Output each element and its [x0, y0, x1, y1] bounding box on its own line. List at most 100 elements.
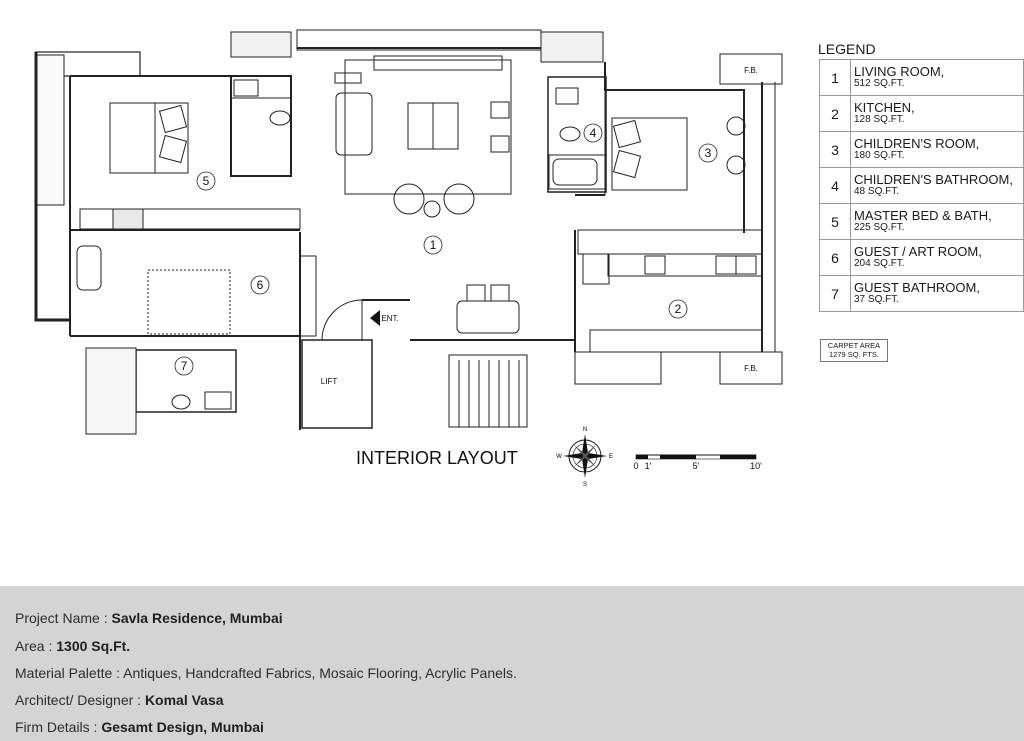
exterior-wall — [34, 52, 70, 322]
firm-label: Firm Details : — [15, 719, 102, 735]
legend-row: 5 MASTER BED & BATH,225 SQ.FT. — [819, 203, 1024, 240]
project-name-value: Savla Residence, Mumbai — [111, 610, 283, 626]
room-marker-circle — [583, 123, 603, 143]
chair — [466, 284, 486, 302]
stool — [726, 116, 746, 136]
master-bed — [109, 102, 189, 174]
legend-desc: CHILDREN'S ROOM,180 SQ.FT. — [850, 131, 1024, 168]
legend-heading: LEGEND — [818, 41, 876, 57]
ent-label: ENT. — [381, 314, 398, 323]
legend-room-name: MASTER BED & BATH, — [854, 208, 992, 224]
legend-number: 5 — [819, 203, 851, 240]
legend-room-name: KITCHEN, — [854, 100, 915, 116]
wc-guest — [171, 394, 191, 410]
pouf — [490, 101, 510, 119]
legend-row: 4 CHILDREN'S BATHROOM,48 SQ.FT. — [819, 167, 1024, 204]
legend-number: 1 — [819, 59, 851, 96]
room-number-3: 3 — [705, 146, 712, 160]
legend-desc: CHILDREN'S BATHROOM,48 SQ.FT. — [850, 167, 1024, 204]
kids-bed — [611, 117, 688, 191]
shelf — [299, 255, 317, 337]
tv-unit — [373, 55, 503, 71]
planter-top-left — [230, 31, 292, 58]
room-number-4: 4 — [590, 126, 597, 140]
pouf — [490, 135, 510, 153]
room-number-2: 2 — [675, 302, 682, 316]
firm-value: Gesamt Design, Mumbai — [101, 719, 264, 735]
area-row: Area : 1300 Sq.Ft. — [15, 638, 130, 654]
architect-value: Komal Vasa — [144, 692, 224, 708]
pillow — [158, 134, 188, 164]
firm-row: Firm Details : Gesamt Design, Mumbai — [15, 719, 264, 735]
area-label: Area : — [15, 638, 57, 654]
wc-master — [269, 110, 291, 126]
legend-room-name: GUEST BATHROOM, — [854, 280, 980, 296]
fb-label-top: F.B. — [744, 66, 758, 75]
legend-room-area: 512 SQ.FT. — [854, 78, 905, 90]
north-compass-icon: N S E W — [556, 427, 613, 488]
wc-kids — [559, 126, 581, 142]
rug-living — [344, 59, 512, 195]
legend-desc: MASTER BED & BATH,225 SQ.FT. — [850, 203, 1024, 240]
carpet-area-box: CARPET AREA 1279 SQ. FTS. — [820, 339, 888, 363]
basin-guest — [204, 391, 232, 410]
architect-label: Architect/ Designer : — [15, 692, 145, 708]
legend-room-name: CHILDREN'S ROOM, — [854, 136, 980, 152]
compass-w: W — [556, 454, 562, 460]
chair — [490, 284, 510, 302]
legend-row: 2 KITCHEN,128 SQ.FT. — [819, 95, 1024, 132]
stair-treads — [458, 360, 520, 427]
scale-tick-1: 1' — [645, 461, 652, 471]
legend-number: 4 — [819, 167, 851, 204]
scale-tick-5: 5' — [693, 461, 700, 471]
carpet-area-value: 1279 SQ. FTS. — [828, 349, 880, 359]
legend-desc: LIVING ROOM,512 SQ.FT. — [850, 59, 1024, 96]
material-palette-row: Material Palette : Antiques, Handcrafted… — [15, 665, 517, 681]
kitchen-counter-top — [577, 229, 763, 255]
fb-label-bottom: F.B. — [744, 364, 758, 373]
sofa-living — [335, 92, 373, 156]
legend-room-area: 48 SQ.FT. — [854, 186, 900, 198]
entrance-arrow-icon — [370, 310, 380, 326]
pillow — [612, 149, 642, 179]
compass-e: E — [609, 454, 613, 460]
legend-row: 3 CHILDREN'S ROOM,180 SQ.FT. — [819, 131, 1024, 168]
compass-n: N — [583, 427, 587, 433]
fridge — [582, 253, 610, 285]
project-info-footer: Project Name : Savla Residence, Mumbai A… — [0, 586, 1024, 741]
entrance-door — [321, 299, 363, 341]
scale-tick-0: 0 — [633, 461, 638, 471]
sofa-guest — [76, 245, 102, 291]
basin-master — [233, 79, 259, 97]
room-number-1: 1 — [430, 238, 437, 252]
legend-number: 3 — [819, 131, 851, 168]
lift-shaft — [301, 339, 373, 429]
pillow — [612, 119, 642, 149]
lift-label: LIFT — [321, 377, 338, 386]
legend-desc: GUEST BATHROOM,37 SQ.FT. — [850, 275, 1024, 312]
room-number-7: 7 — [181, 359, 188, 373]
legend-table: 1 LIVING ROOM,512 SQ.FT. 2 KITCHEN,128 S… — [819, 59, 1024, 312]
drawing-title: INTERIOR LAYOUT — [356, 448, 518, 468]
kitchen-counter — [607, 253, 763, 277]
room-marker-circle — [196, 171, 216, 191]
legend-row: 6 GUEST / ART ROOM,204 SQ.FT. — [819, 239, 1024, 276]
legend-room-area: 37 SQ.FT. — [854, 294, 900, 306]
staircase — [448, 354, 528, 428]
round-table — [423, 200, 441, 218]
lobby — [574, 351, 662, 385]
armchair — [443, 183, 475, 215]
basin-kids — [555, 87, 579, 105]
room-marker-circle — [250, 275, 270, 295]
scale-bar: 0 1' 5' 10' — [633, 454, 762, 471]
scale-tick-10: 10' — [750, 461, 762, 471]
planter-top-right — [540, 31, 604, 63]
bathtub-inner — [552, 158, 598, 186]
room-marker-circle — [668, 299, 688, 319]
legend-room-name: CHILDREN'S BATHROOM, — [854, 172, 1013, 188]
compass-s: S — [583, 482, 587, 488]
master-bath — [230, 75, 292, 177]
area-value: 1300 Sq.Ft. — [56, 638, 131, 654]
kitchen-counter-bottom — [589, 329, 763, 353]
architect-row: Architect/ Designer : Komal Vasa — [15, 692, 224, 708]
